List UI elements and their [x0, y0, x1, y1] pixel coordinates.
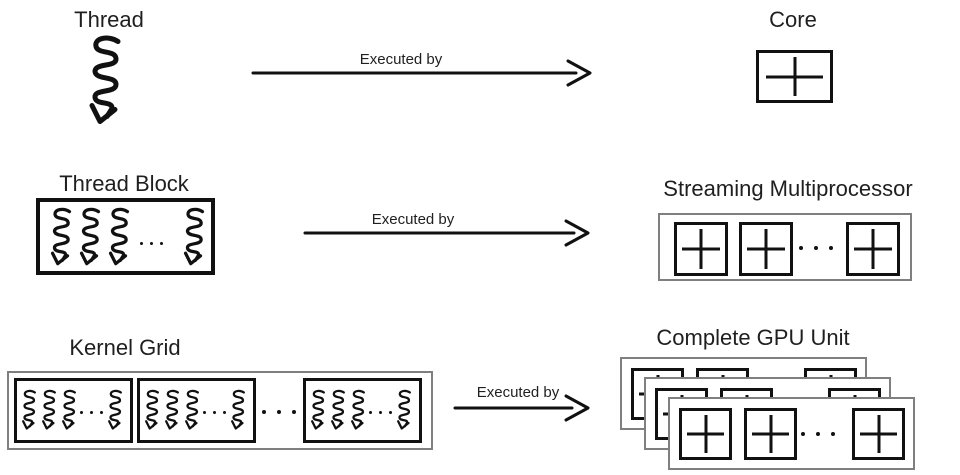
gpu-core-box	[852, 408, 905, 460]
ellipsis-icon	[140, 242, 163, 245]
ellipsis-icon	[801, 432, 835, 436]
plus-icon	[742, 225, 790, 273]
squiggle-icon	[395, 383, 413, 437]
grid-thread-block	[303, 378, 422, 443]
ellipsis-icon	[799, 246, 833, 250]
squiggle-icon	[183, 383, 201, 437]
squiggle-icon	[77, 204, 103, 270]
squiggle-icon	[229, 383, 247, 437]
plus-icon	[682, 411, 729, 457]
plus-icon	[759, 53, 830, 100]
squiggle-icon	[181, 204, 207, 270]
squiggle-icon	[106, 204, 132, 270]
plus-icon	[747, 411, 794, 457]
core-box	[756, 50, 833, 103]
squiggle-icon	[48, 204, 74, 270]
plus-icon	[849, 225, 897, 273]
grid-thread-block	[137, 378, 256, 443]
ellipsis-icon	[262, 410, 296, 414]
ellipsis-icon	[80, 411, 103, 414]
squiggle-icon	[143, 383, 161, 437]
ellipsis-icon	[369, 411, 392, 414]
kernel-grid-label: Kernel Grid	[69, 335, 181, 360]
ellipsis-icon	[203, 411, 226, 414]
sm-core-box	[739, 222, 793, 276]
thread-label: Thread	[74, 7, 144, 32]
kernel-grid-box	[7, 371, 433, 450]
plus-icon	[855, 411, 902, 457]
executed-by-label-3: Executed by	[476, 384, 560, 401]
squiggle-icon	[309, 383, 327, 437]
executed-by-arrow-2	[303, 219, 590, 247]
streaming-multiprocessor-label: Streaming Multiprocessor	[663, 176, 913, 201]
squiggle-icon	[106, 383, 124, 437]
grid-thread-block	[14, 378, 133, 443]
streaming-multiprocessor-box	[658, 213, 912, 281]
plus-icon	[677, 225, 725, 273]
sm-core-box	[846, 222, 900, 276]
squiggle-icon	[20, 383, 38, 437]
squiggle-icon	[349, 383, 367, 437]
squiggle-icon	[329, 383, 347, 437]
sm-core-box	[674, 222, 728, 276]
complete-gpu-unit-label: Complete GPU Unit	[656, 325, 850, 350]
squiggle-icon	[163, 383, 181, 437]
executed-by-arrow-3	[453, 394, 590, 422]
thread-squiggle-icon	[85, 33, 125, 128]
thread-block-box	[36, 198, 215, 275]
gpu-card-front	[668, 397, 915, 470]
core-label: Core	[769, 7, 817, 32]
executed-by-label-1: Executed by	[359, 51, 443, 68]
squiggle-icon	[40, 383, 58, 437]
executed-by-arrow-1	[251, 59, 592, 87]
squiggle-icon	[60, 383, 78, 437]
thread-block-label: Thread Block	[59, 171, 189, 196]
gpu-core-box	[744, 408, 797, 460]
executed-by-label-2: Executed by	[371, 211, 455, 228]
gpu-core-box	[679, 408, 732, 460]
